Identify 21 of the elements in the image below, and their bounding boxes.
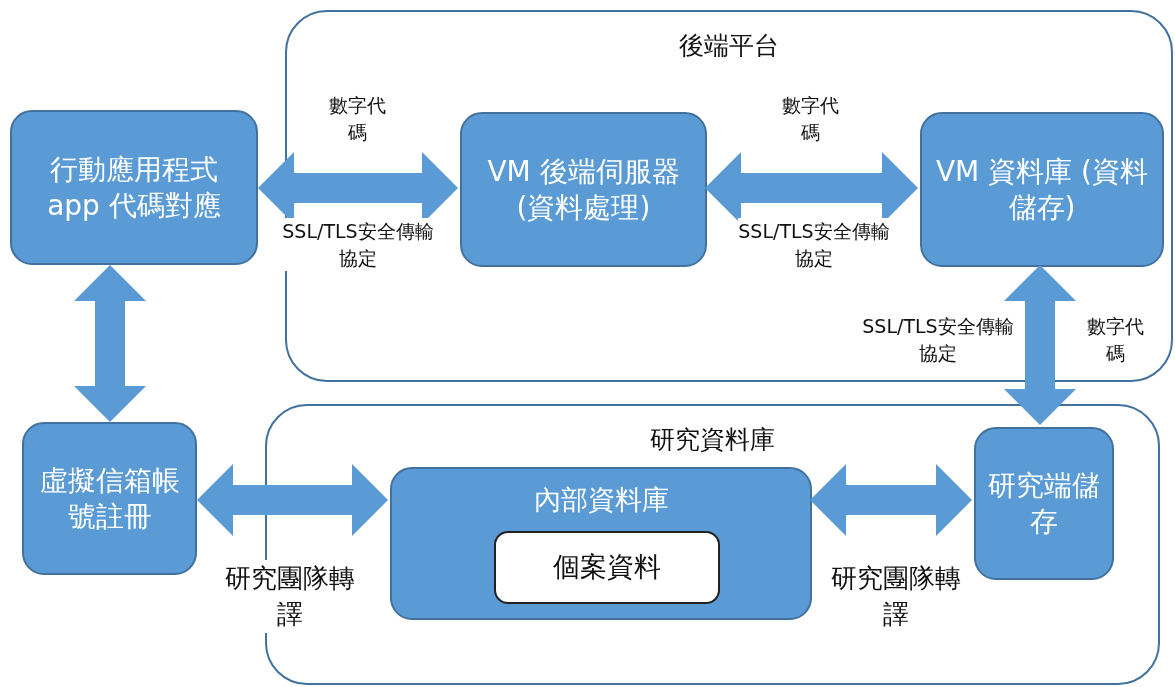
- double-arrow: [1004, 265, 1076, 425]
- node-label: VM 資料庫 (資料儲存): [934, 153, 1149, 226]
- node-label: 行動應用程式 app 代碼對應: [46, 151, 222, 224]
- node-label: 研究端儲存: [987, 467, 1101, 540]
- node-label: 內部資料庫: [533, 483, 669, 517]
- double-arrow: [74, 265, 146, 422]
- protocol-label: SSL/TLS安全傳輸協定: [282, 218, 434, 272]
- database-box: [390, 467, 812, 620]
- double-arrow: [197, 464, 388, 536]
- node-label: 研究資料庫: [650, 424, 775, 456]
- process-box: [460, 112, 707, 267]
- process-box: [10, 110, 258, 265]
- double-arrow: [810, 464, 972, 536]
- node-label: 後端平台: [679, 30, 779, 62]
- record-box: [494, 531, 720, 604]
- process-box: [22, 422, 197, 575]
- process-box: [974, 427, 1114, 580]
- node-label: 個案資料: [553, 550, 661, 585]
- process-box: [920, 112, 1164, 267]
- node-label: VM 後端伺服器 (資料處理): [486, 153, 681, 226]
- node-label: 虛擬信箱帳號註冊: [38, 462, 181, 535]
